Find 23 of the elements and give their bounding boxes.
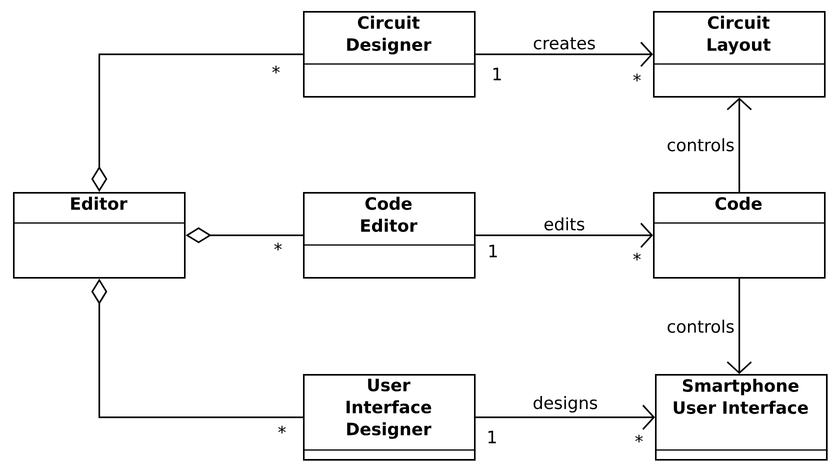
class-box: Editor xyxy=(13,192,186,279)
arrow xyxy=(726,98,752,192)
edge-label: controls xyxy=(668,320,734,333)
arrow xyxy=(476,404,655,430)
multiplicity-label: * xyxy=(272,66,280,74)
arrow xyxy=(476,42,653,67)
edge-label: controls xyxy=(668,138,734,152)
multiplicity-label: * xyxy=(274,242,282,250)
edge-label: creates xyxy=(534,37,595,50)
multiplicity-label: 1 xyxy=(493,68,501,80)
class-box: User Interface Designer xyxy=(303,374,476,461)
multiplicity-label: 1 xyxy=(489,244,497,258)
multiplicity-label: * xyxy=(278,426,286,434)
edge-label: designs xyxy=(534,396,598,412)
arrow xyxy=(726,278,752,374)
class-box: Circuit Layout xyxy=(653,11,826,98)
class-box: Code xyxy=(653,192,826,279)
class-box: Circuit Designer xyxy=(303,11,476,98)
multiplicity-label: 1 xyxy=(488,430,496,444)
arrow xyxy=(476,222,653,248)
class-box: Smartphone User Interface xyxy=(655,374,828,461)
edge-label: edits xyxy=(544,217,584,230)
class-box: Code Editor xyxy=(303,192,476,279)
